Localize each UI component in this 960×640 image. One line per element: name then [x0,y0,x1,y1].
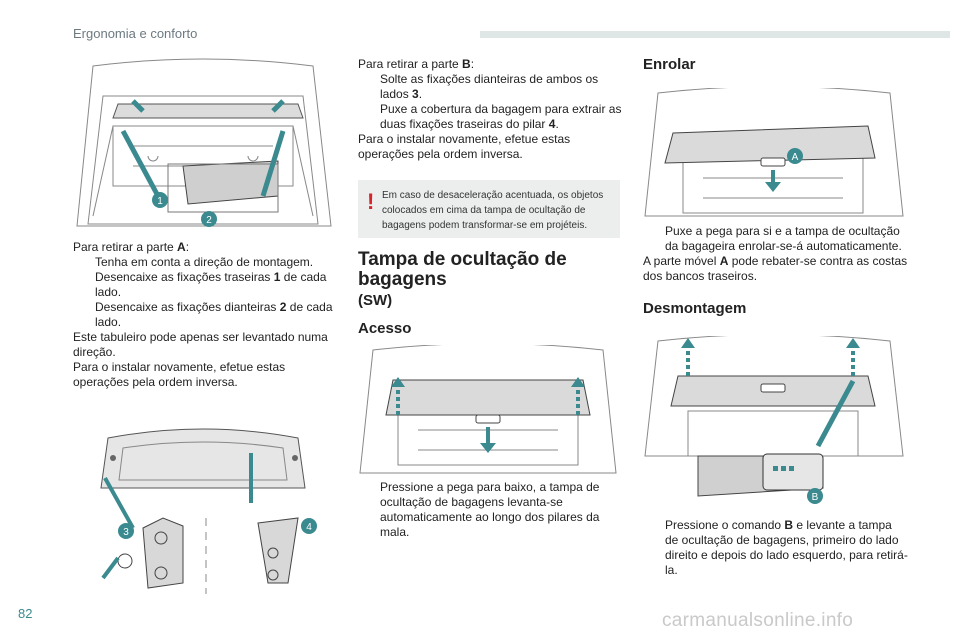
bullet-press-command: Pressione o comando B e levante a tampa … [665,518,908,577]
bullet-direction: Tenha em conta a direção de montagem. [95,255,314,269]
col2-text-top: Para retirar a parte B: Solte as fixaçõe… [358,57,623,162]
figure-enrolar: A [643,88,905,218]
section-subtitle-sw: (SW) [358,292,393,309]
figure-acesso [358,345,618,475]
bullet-rear-fixings: Desencaixe as fixações traseiras 1 de ca… [95,270,327,299]
figure-callout-1: 1 [157,196,163,207]
intro-part-a: Para retirar a parte A: [73,240,190,254]
warning-text: Em caso de desaceleração acentuada, os o… [382,190,604,231]
figure-callout-4: 4 [306,522,312,533]
header-bar [480,31,950,38]
figure-cover-removal-a: 1 2 [73,56,335,232]
reinstall-note-1: Para o instalar novamente, efetue estas … [73,360,286,389]
heading-enrolar: Enrolar [643,56,696,73]
bullet-pull-cover: Puxe a cobertura da bagagem para extrair… [380,102,622,131]
page-number: 82 [18,606,33,621]
heading-desmontagem: Desmontagem [643,300,747,317]
heading-acesso: Acesso [358,320,412,337]
bullet-front-fixings: Desencaixe as fixações dianteiras 2 de c… [95,300,333,329]
figure-callout-b: B [812,492,819,503]
warning-icon: ! [367,189,375,214]
bullet-press-handle: Pressione a pega para baixo, a tampa de … [380,480,600,539]
figure-callout-2: 2 [206,215,212,226]
figure-callout-a: A [792,152,799,163]
one-direction-note: Este tabuleiro pode apenas ser levantado… [73,330,328,359]
section-title: Tampa de ocultação de bagagens [358,249,567,290]
bullet-release-front: Solte as fixações dianteiras de ambos os… [380,72,599,101]
movable-part-note: A parte móvel A pode rebater-se contra a… [643,254,908,283]
figure-cover-removal-b: 3 4 [73,418,335,594]
col3-text-desmontagem: Pressione o comando B e levante a tampa … [643,518,908,578]
col2-text-acesso: Pressione a pega para baixo, a tampa de … [358,480,620,540]
bullet-pull-handle: Puxe a pega para si e a tampa de ocultaç… [665,224,902,253]
col3-text-enrolar: Puxe a pega para si e a tampa de ocultaç… [643,224,908,284]
col1-text: Para retirar a parte A: Tenha em conta a… [73,240,338,390]
page-header-title: Ergonomia e conforto [73,26,198,41]
watermark: carmanualsonline.info [662,610,854,631]
figure-callout-3: 3 [123,527,129,538]
figure-desmontagem: B [643,336,905,506]
intro-part-b: Para retirar a parte B: [358,57,475,71]
warning-box: ! Em caso de desaceleração acentuada, os… [358,180,620,238]
reinstall-note-2: Para o instalar novamente, efetue estas … [358,132,571,161]
